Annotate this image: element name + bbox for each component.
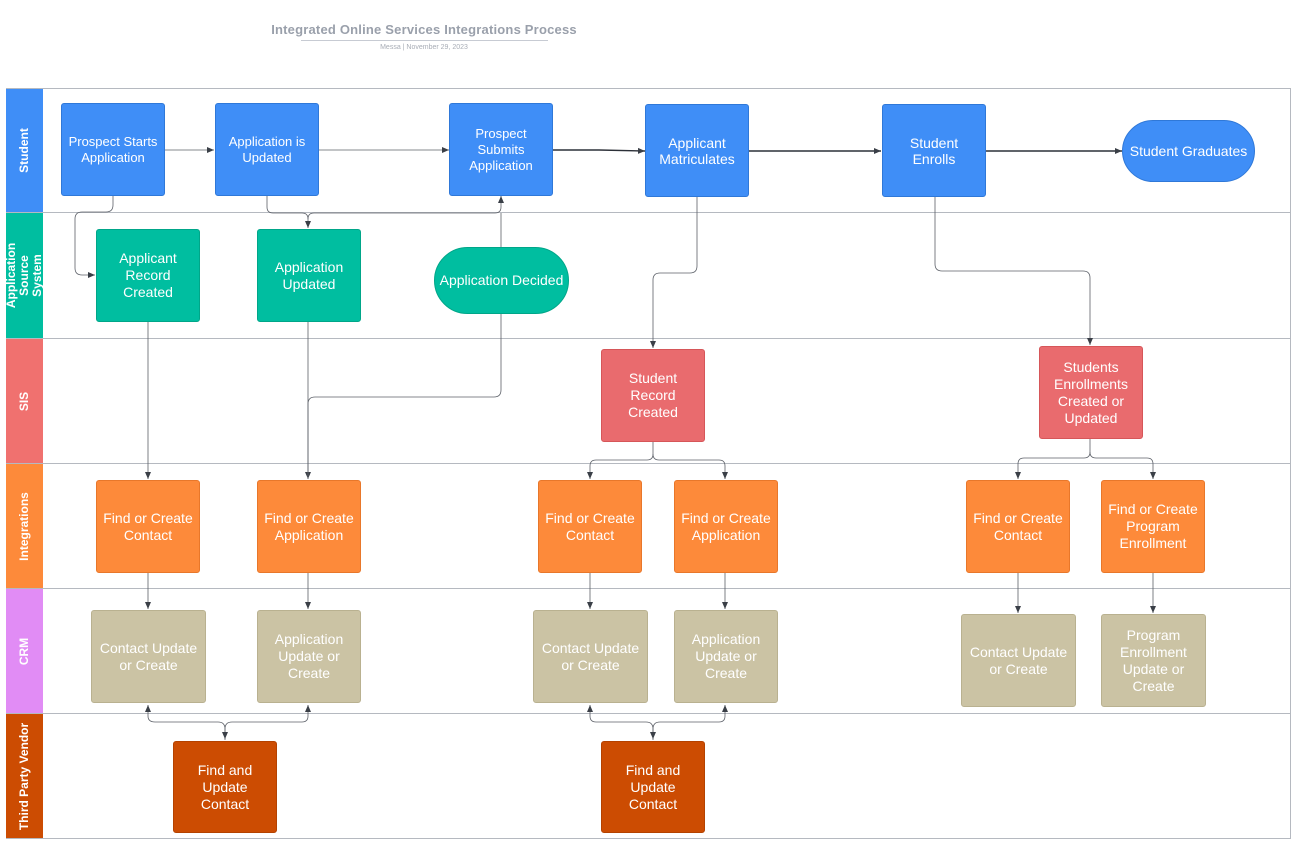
node-applicant-matriculates[interactable]: Applicant Matriculates [645, 104, 749, 197]
node-application-update-or-create[interactable]: Application Update or Create [674, 610, 778, 703]
lane-label-crm: CRM [6, 589, 43, 713]
arrow-vendor-sync-1 [145, 705, 226, 740]
lane-label-sis: SIS [6, 339, 43, 463]
node-find-and-update-contact[interactable]: Find and Update Contact [173, 741, 277, 833]
node-find-or-create-contact[interactable]: Find or Create Contact [538, 480, 642, 573]
arrow-updated-to-submits-return [307, 196, 504, 220]
node-find-or-create-program-enrollment[interactable]: Find or Create Program Enrollment [1101, 480, 1205, 573]
node-find-or-create-contact[interactable]: Find or Create Contact [96, 480, 200, 573]
arrow-enrollments-split [1015, 439, 1091, 479]
node-program-enrollment-update-or-create[interactable]: Program Enrollment Update or Create [1101, 614, 1206, 707]
arrow-matriculates-to-student-record [650, 197, 698, 348]
arrow-submits-to-matriculates [553, 147, 646, 154]
lane-divider [6, 713, 1291, 714]
node-prospect-starts-application[interactable]: Prospect Starts Application [61, 103, 165, 196]
node-find-or-create-application[interactable]: Find or Create Application [674, 480, 778, 573]
node-application-is-updated[interactable]: Application is Updated [215, 103, 319, 196]
diagram-subtitle: Messa | November 29, 2023 [380, 44, 468, 51]
node-find-or-create-contact[interactable]: Find or Create Contact [966, 480, 1070, 573]
diagram-title: Integrated Online Services Integrations … [271, 22, 577, 37]
node-application-decided[interactable]: Application Decided [434, 247, 569, 314]
arrow-student-record-split [587, 442, 654, 479]
arrow-updated-to-application-updated [266, 196, 311, 228]
lane-divider [6, 212, 1291, 213]
node-student-record-created[interactable]: Student Record Created [601, 349, 705, 442]
node-contact-update-or-create[interactable]: Contact Update or Create [961, 614, 1076, 707]
lane-label-application-source-system: Application Source System [4, 213, 44, 338]
node-student-graduates[interactable]: Student Graduates [1122, 120, 1255, 182]
node-applicant-record-created[interactable]: Applicant Record Created [96, 229, 200, 322]
lane-divider [6, 588, 1291, 589]
lane-divider [6, 338, 1291, 339]
node-prospect-submits-application[interactable]: Prospect Submits Application [449, 103, 553, 196]
node-students-enrollments-created-or-updated[interactable]: Students Enrollments Created or Updated [1039, 346, 1143, 439]
node-find-and-update-contact[interactable]: Find and Update Contact [601, 741, 705, 833]
arrow-enrolls-to-enrollments [934, 197, 1093, 345]
lane-divider [6, 463, 1291, 464]
node-contact-update-or-create[interactable]: Contact Update or Create [533, 610, 648, 703]
lane-label-third-party-vendor: Third Party Vendor [6, 714, 43, 838]
lane-label-integrations: Integrations [6, 464, 43, 588]
node-student-enrolls[interactable]: Student Enrolls [882, 104, 986, 197]
title-underline [301, 40, 548, 41]
node-contact-update-or-create[interactable]: Contact Update or Create [91, 610, 206, 703]
node-find-or-create-application[interactable]: Find or Create Application [257, 480, 361, 573]
arrow-vendor-sync-2 [587, 705, 654, 740]
node-application-update-or-create[interactable]: Application Update or Create [257, 610, 361, 703]
node-application-updated[interactable]: Application Updated [257, 229, 361, 322]
lane-label-student: Student [6, 89, 43, 212]
arrow-decided-to-find-application [305, 314, 502, 479]
arrow-starts-to-applicant-record [74, 196, 114, 278]
